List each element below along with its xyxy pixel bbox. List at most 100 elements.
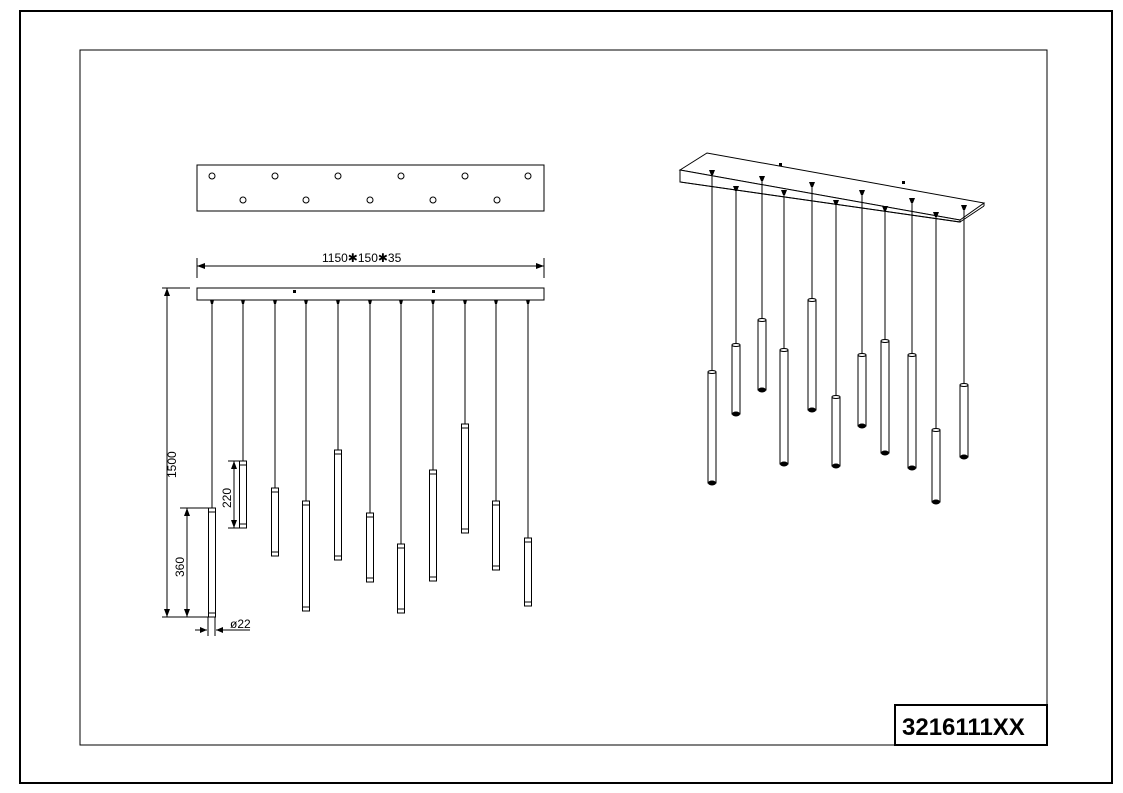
pendant-tube [397,543,405,614]
pendant-mount [241,300,245,304]
tube-top [831,395,841,399]
pendant-tube [429,469,437,582]
canopy-hole [366,196,374,204]
canopy-hole [239,196,247,204]
tube-top [707,370,717,374]
iso-pendant [731,186,741,417]
canopy-hole [429,196,437,204]
pendant-mount [882,206,888,211]
height-dimension: 1500 [162,287,208,618]
pendant-tube [779,349,789,465]
pendant-mount [933,212,939,217]
pendant-mount [909,198,915,203]
short-tube-label: 220 [220,488,234,508]
pendant-lens [732,411,740,417]
front-pendant [492,300,500,571]
pendant-lens [780,461,788,467]
canopy-hole [334,172,342,180]
iso-pendant [779,190,789,467]
iso-pendant [931,212,941,505]
pendant-mount [809,182,815,187]
pendant-tube [461,423,469,534]
front-pendant [366,300,374,583]
front-pendant [208,300,216,618]
pendant-mount [399,300,403,304]
iso-pendant [757,176,767,393]
canopy-hole [397,172,405,180]
pendant-tube [931,429,941,503]
height-label: 1500 [165,451,179,478]
pendant-mount [431,300,435,304]
canopy-front-view [196,287,545,301]
diameter-dimension: ø22 [195,617,251,636]
long-tube-dimension: 360 [173,507,208,617]
pendant-tube [239,460,247,529]
front-pendant [524,300,532,607]
overall-dimensions-label: 1150✱150✱35 [322,251,402,265]
front-pendant [302,300,310,612]
front-pendant [271,300,279,557]
short-tube-dimension: 220 [220,460,242,529]
pendant-lens [881,450,889,456]
isometric-view [678,152,986,505]
canopy-top-view [196,164,545,212]
diameter-label: ø22 [230,617,251,631]
pendant-lens [832,463,840,469]
front-pendant [334,300,342,561]
canopy-hole [271,172,279,180]
tube-top [907,353,917,357]
pendant-lens [908,465,916,471]
tube-top [779,348,789,352]
canopy-hole [524,172,532,180]
model-number-box: 3216111XX [894,704,1048,746]
pendant-tube [959,384,969,458]
pendant-mount [368,300,372,304]
pendant-tube [880,340,890,454]
tube-top [880,339,890,343]
pendant-tube [302,500,310,612]
pendant-tube [707,371,717,484]
pendant-lens [808,407,816,413]
tube-top [731,343,741,347]
tube-top [757,318,767,322]
front-pendant [397,300,405,614]
canopy-hole [208,172,216,180]
pendant-tube [271,487,279,557]
pendant-mount [273,300,277,304]
pendant-tube [366,512,374,583]
pendant-mount [759,176,765,181]
front-view-pendants [208,300,532,618]
pendant-lens [858,423,866,429]
tube-top [857,353,867,357]
pendant-mount [463,300,467,304]
pendant-mount [859,190,865,195]
width-dimension: 1150✱150✱35 [196,251,545,278]
pendant-mount [526,300,530,304]
iso-pendant [857,190,867,429]
pendant-mount [210,300,214,304]
iso-pendant [880,206,890,456]
pendant-tube [492,500,500,571]
isometric-pendants [707,170,969,505]
tube-top [959,383,969,387]
pendant-mount [833,200,839,205]
tube-top [931,428,941,432]
pendant-lens [960,454,968,460]
pendant-lens [708,480,716,486]
pendant-tube [857,354,867,427]
pendant-mount [709,170,715,175]
iso-pendant [907,198,917,471]
pendant-mount [961,205,967,210]
canopy-hole [493,196,501,204]
iso-pendant [707,170,717,486]
iso-pendant [959,205,969,460]
pendant-tube [334,449,342,561]
iso-pendant [807,182,817,413]
pendant-tube [208,507,216,618]
pendant-lens [758,387,766,393]
canopy-hole [461,172,469,180]
pendant-mount [781,190,787,195]
pendant-mount [494,300,498,304]
pendant-mount [304,300,308,304]
